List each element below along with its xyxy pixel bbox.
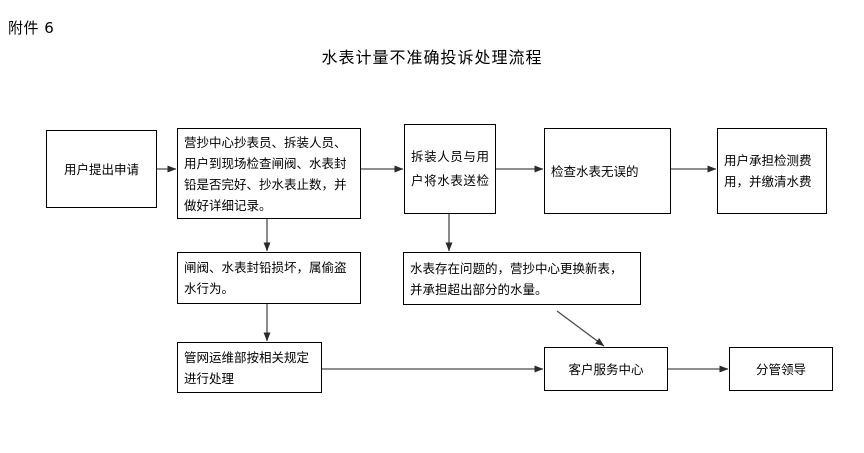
attachment-label: 附件 6 — [8, 19, 55, 37]
node-label: 用户承担检测费用，并缴清水费 — [724, 153, 812, 189]
node-user-submits-application[interactable]: 用户提出申请 — [46, 130, 157, 208]
node-customer-service-center[interactable]: 客户服务中心 — [544, 347, 668, 391]
node-responsible-leader[interactable]: 分管领导 — [729, 347, 833, 391]
node-label: 分管领导 — [755, 361, 806, 377]
node-label: 用户提出申请 — [63, 161, 139, 177]
node-label: 检查水表无误的 — [551, 163, 639, 179]
node-label: 拆装人员与用户将水表送检 — [411, 149, 489, 188]
node-label: 客户服务中心 — [568, 361, 644, 377]
edge-n7-n9 — [556, 310, 605, 347]
node-label: 闸阀、水表封铅损坏，属偷盗水行为。 — [184, 260, 347, 296]
node-meter-reading-center-onsite-check[interactable]: 营抄中心抄表员、拆装人员、用户到现场检查闸阀、水表封铅是否完好、抄水表止数，并做… — [177, 128, 361, 219]
node-send-meter-for-inspection[interactable]: 拆装人员与用户将水表送检 — [404, 124, 496, 214]
node-pipe-network-department-handling[interactable]: 管网运维部按相关规定进行处理 — [177, 342, 322, 393]
page-title: 水表计量不准确投诉处理流程 — [321, 48, 543, 67]
node-user-bears-testing-fee[interactable]: 用户承担检测费用，并缴清水费 — [717, 128, 827, 214]
node-meter-check-no-error[interactable]: 检查水表无误的 — [544, 128, 671, 214]
node-label: 水表存在问题的，营抄中心更换新表，并承担超出部分的水量。 — [410, 260, 623, 297]
node-label: 管网运维部按相关规定进行处理 — [184, 349, 310, 386]
node-label: 营抄中心抄表员、拆装人员、用户到现场检查闸阀、水表封铅是否完好、抄水表止数，并做… — [184, 134, 347, 213]
node-meter-faulty-replace-new[interactable]: 水表存在问题的，营抄中心更换新表，并承担超出部分的水量。 — [403, 252, 641, 305]
node-seal-damaged-water-theft[interactable]: 闸阀、水表封铅损坏，属偷盗水行为。 — [177, 252, 361, 304]
